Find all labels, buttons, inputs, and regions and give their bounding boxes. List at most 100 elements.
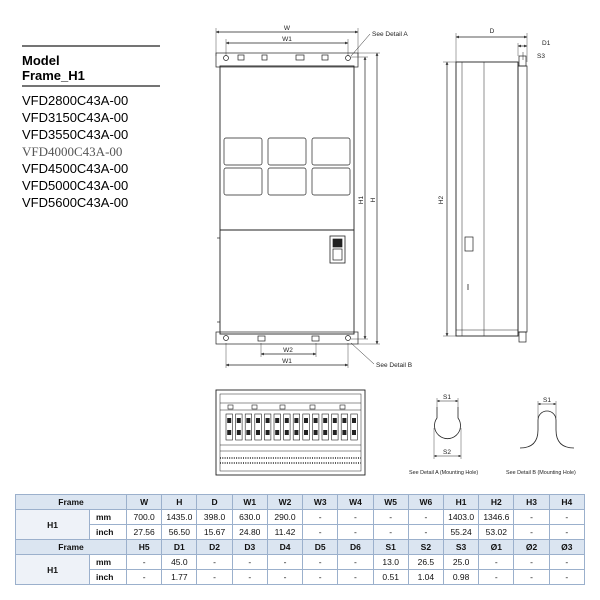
terminal-screw bbox=[227, 430, 232, 435]
table-cell: - bbox=[407, 509, 444, 525]
terminal-block bbox=[273, 413, 281, 441]
table-cell: 1.04 bbox=[407, 569, 444, 585]
dim-h-label: H bbox=[370, 197, 377, 202]
table-cell: - bbox=[337, 524, 374, 540]
table-cell: 0.51 bbox=[372, 569, 409, 585]
column-header: W2 bbox=[266, 494, 304, 510]
table-cell: 398.0 bbox=[196, 509, 233, 525]
terminal-block bbox=[331, 413, 339, 441]
model-item: VFD4000C43A-00 bbox=[22, 144, 122, 159]
column-header: W1 bbox=[231, 494, 268, 510]
terminal-block bbox=[225, 413, 233, 441]
column-header: H5 bbox=[126, 539, 163, 555]
dim-w1-bottom-label: W1 bbox=[282, 358, 292, 365]
model-item: VFD5000C43A-00 bbox=[22, 178, 128, 193]
model-item: VFD3150C43A-00 bbox=[22, 110, 128, 125]
table-cell: - bbox=[302, 524, 339, 540]
model-heading: Model bbox=[22, 53, 60, 68]
table-cell: - bbox=[513, 569, 550, 585]
column-header: W6 bbox=[407, 494, 444, 510]
terminal-block bbox=[340, 413, 349, 441]
terminal-screw bbox=[294, 418, 299, 423]
table-cell: 24.80 bbox=[231, 524, 268, 540]
table-cell: 1403.0 bbox=[442, 509, 480, 525]
detail-a-s2-label: S2 bbox=[443, 449, 451, 456]
terminal-screw bbox=[294, 430, 299, 435]
table-cell: 0.98 bbox=[442, 569, 480, 585]
model-item: VFD4500C43A-00 bbox=[22, 161, 128, 176]
column-header: H2 bbox=[478, 494, 515, 510]
terminal-screw bbox=[246, 430, 251, 435]
table-cell: - bbox=[513, 509, 550, 525]
table-cell: 1435.0 bbox=[161, 509, 198, 525]
table-cell: - bbox=[302, 569, 339, 585]
bottom-view bbox=[215, 389, 366, 476]
detail-a-s1-label: S1 bbox=[443, 394, 451, 401]
terminal-screw bbox=[313, 430, 318, 435]
table-cell: - bbox=[548, 569, 586, 585]
detail-a-callout: See Detail A bbox=[372, 31, 408, 38]
dim-w-label: W bbox=[284, 25, 291, 32]
terminal-block bbox=[264, 413, 272, 441]
unit-cell: mm bbox=[88, 509, 128, 525]
column-header: Ø2 bbox=[513, 539, 550, 555]
unit-cell: inch bbox=[88, 524, 128, 540]
terminal-screw bbox=[284, 430, 289, 435]
frame-heading: Frame_H1 bbox=[22, 68, 85, 83]
terminal-screw bbox=[275, 418, 280, 423]
terminal-block bbox=[312, 413, 320, 441]
table-cell: - bbox=[372, 509, 409, 525]
dim-w2-label: W2 bbox=[283, 347, 293, 354]
terminal-screw bbox=[342, 430, 347, 435]
table-cell: - bbox=[231, 569, 268, 585]
terminal-screw bbox=[332, 418, 337, 423]
column-header: W5 bbox=[372, 494, 409, 510]
terminal-screw bbox=[304, 418, 308, 423]
column-header: W bbox=[126, 494, 163, 510]
terminal-screw bbox=[342, 418, 347, 423]
table-cell: - bbox=[548, 524, 586, 540]
terminal-screw bbox=[246, 418, 251, 423]
table-cell: 55.24 bbox=[442, 524, 480, 540]
table-cell: - bbox=[337, 509, 374, 525]
table-cell: - bbox=[337, 554, 374, 570]
frame-value-cell: H1 bbox=[15, 554, 90, 585]
column-header: Ø3 bbox=[548, 539, 586, 555]
table-cell: 290.0 bbox=[266, 509, 304, 525]
frame-header-cell: Frame bbox=[14, 494, 128, 510]
column-header: D4 bbox=[266, 539, 304, 555]
column-header: D5 bbox=[302, 539, 339, 555]
frame-header-cell: Frame bbox=[14, 539, 128, 555]
dim-h1-label: H1 bbox=[358, 195, 365, 204]
column-header: S2 bbox=[407, 539, 444, 555]
column-header: W4 bbox=[337, 494, 374, 510]
terminal-screw bbox=[304, 430, 308, 435]
table-cell: - bbox=[302, 509, 339, 525]
terminal-block bbox=[244, 413, 252, 441]
column-header: D6 bbox=[337, 539, 374, 555]
table-cell: 56.50 bbox=[161, 524, 198, 540]
table-cell: 26.5 bbox=[407, 554, 444, 570]
detail-a bbox=[433, 398, 462, 459]
terminal-screw bbox=[352, 418, 356, 423]
table-cell: 27.56 bbox=[126, 524, 163, 540]
column-header: D bbox=[196, 494, 233, 510]
detail-b-s1-label: S1 bbox=[543, 397, 551, 404]
terminal-block bbox=[302, 413, 310, 441]
table-cell: - bbox=[302, 554, 339, 570]
terminal-screw bbox=[313, 418, 318, 423]
terminal-screw bbox=[284, 418, 289, 423]
detail-a-caption: See Detail A (Mounting Hole) bbox=[409, 470, 478, 476]
terminal-block bbox=[283, 413, 291, 441]
terminal-screw bbox=[265, 418, 270, 423]
table-cell: 53.02 bbox=[478, 524, 515, 540]
column-header: H bbox=[161, 494, 198, 510]
terminal-screw bbox=[236, 430, 241, 435]
column-header: Ø1 bbox=[478, 539, 515, 555]
column-header: H1 bbox=[442, 494, 480, 510]
